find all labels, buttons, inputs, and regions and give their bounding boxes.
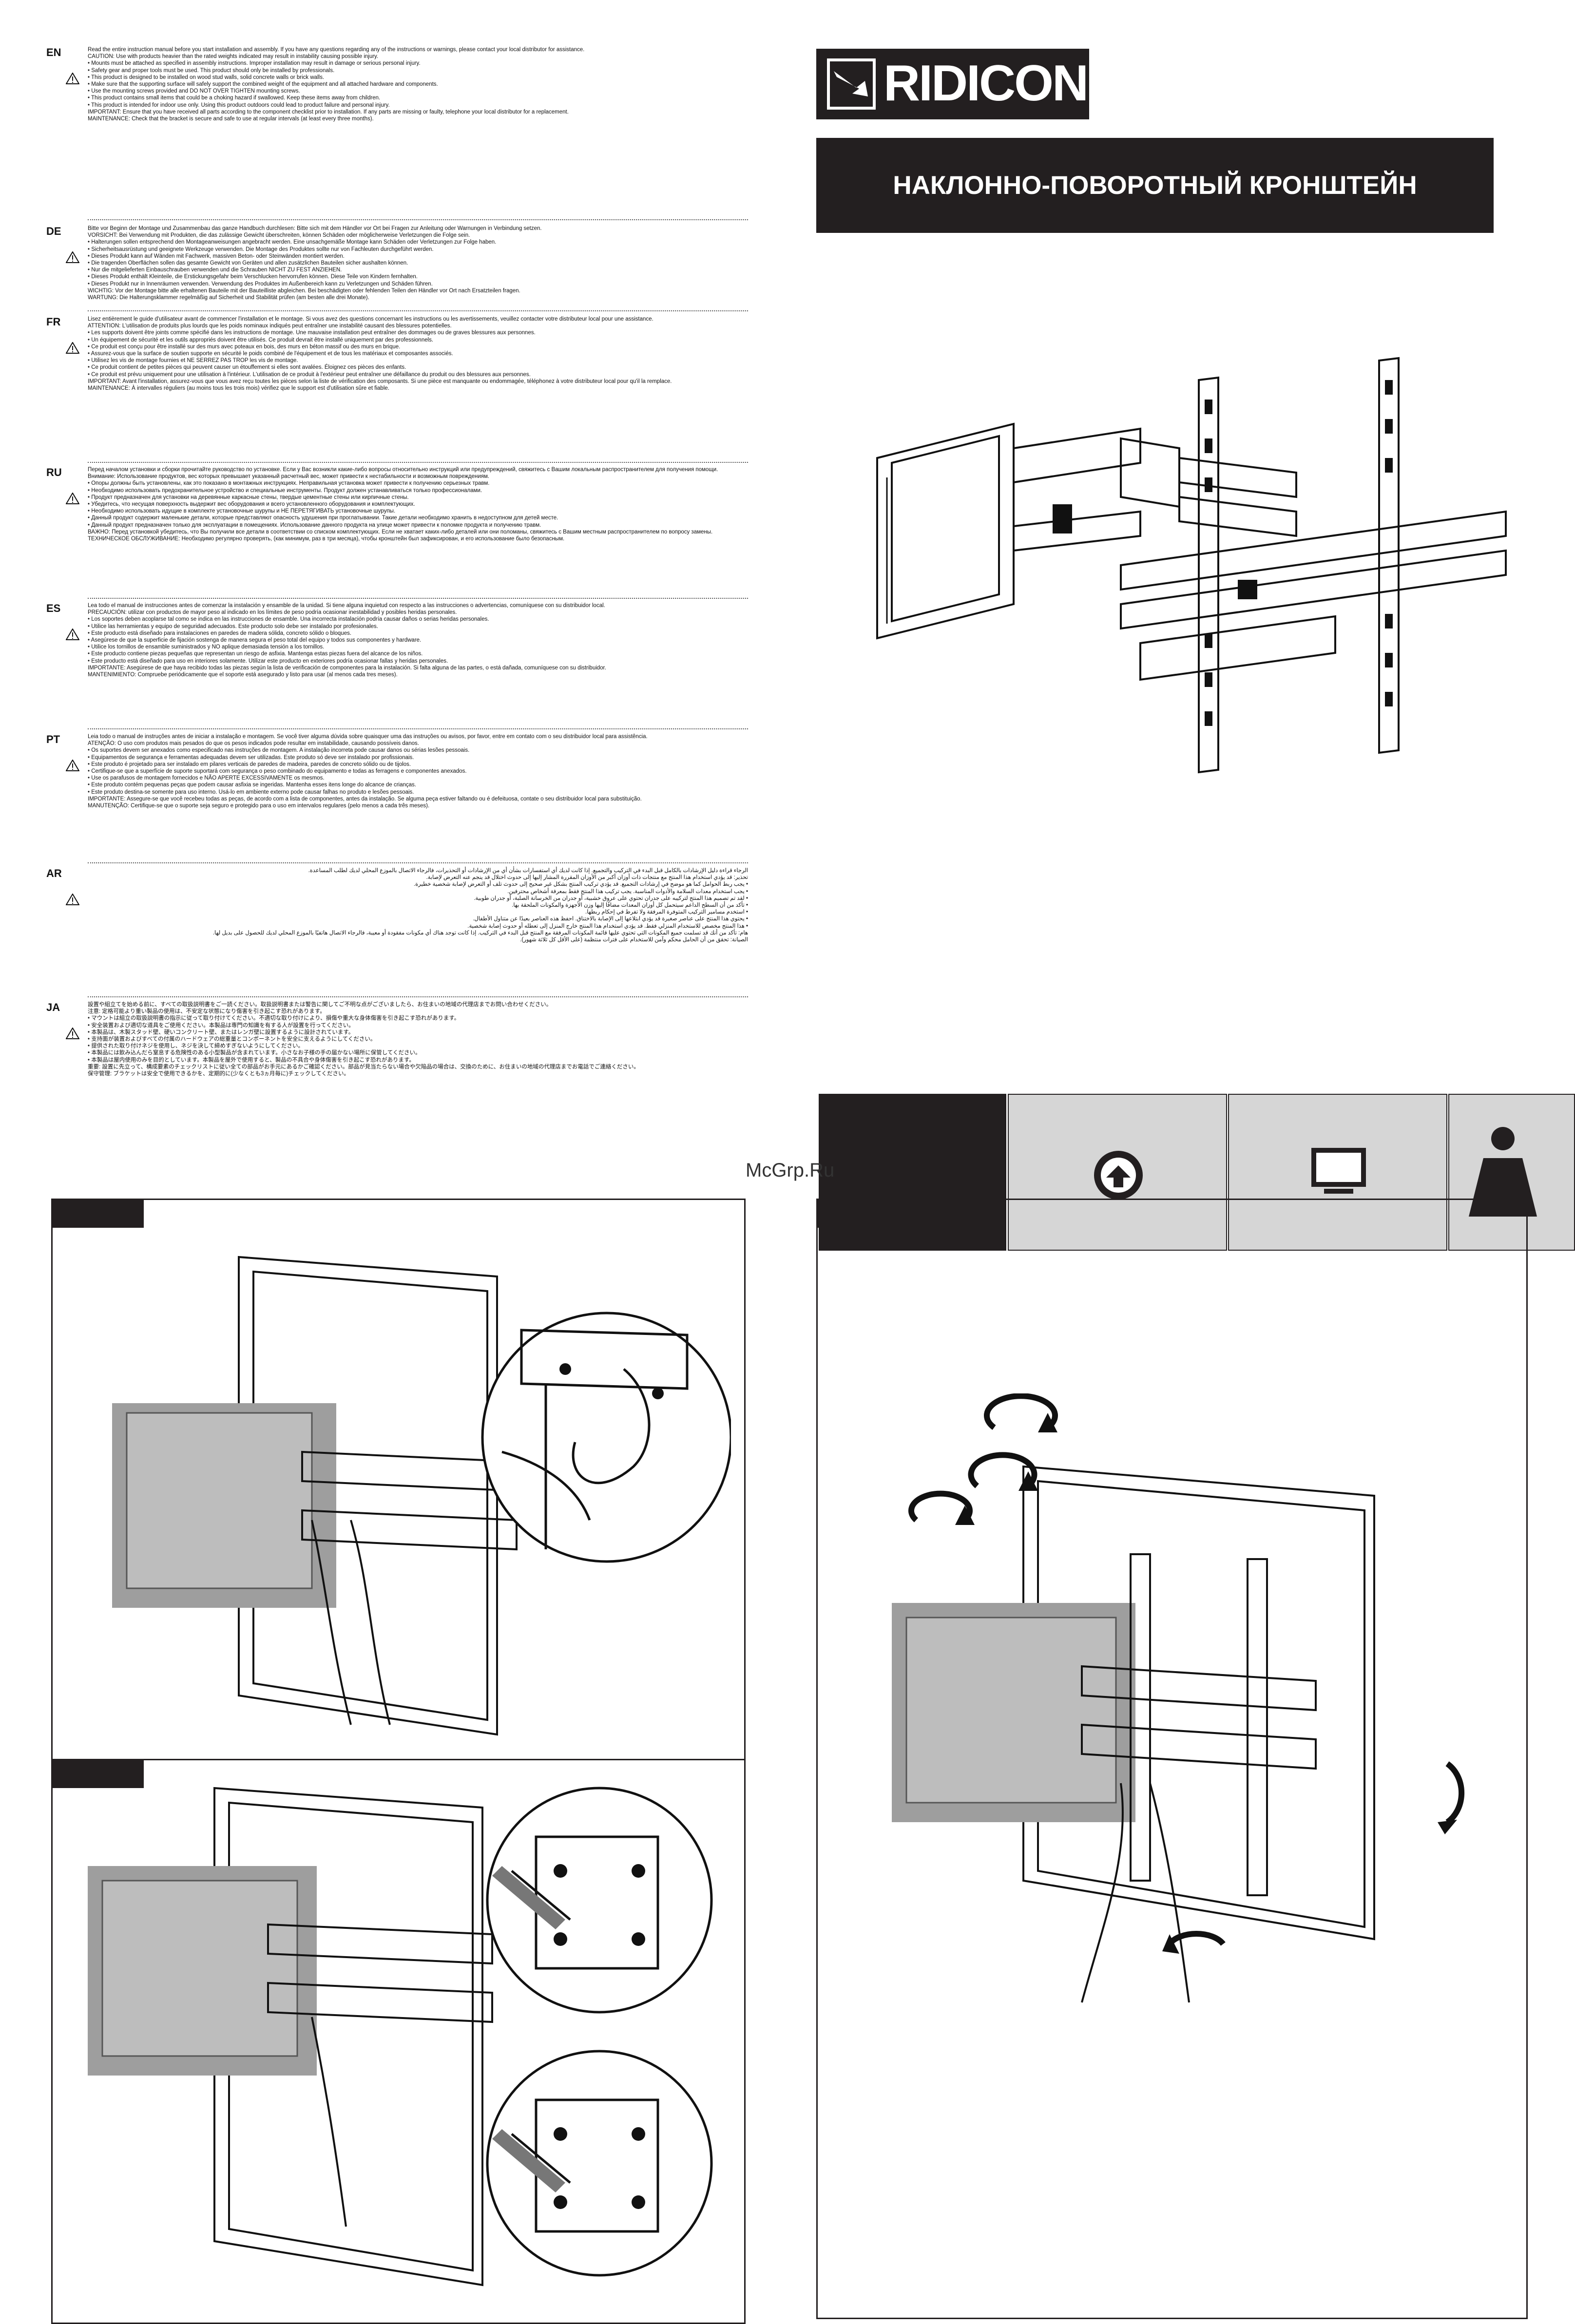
divider — [88, 462, 748, 463]
brand-logo: RIDICON — [816, 49, 1089, 119]
warning-icon — [66, 342, 79, 354]
instruction-block-ru: RU Перед началом установки и сборки проч… — [46, 466, 748, 595]
lang-code: FR — [46, 316, 61, 328]
lang-code: JA — [46, 1001, 60, 1013]
divider — [88, 598, 748, 599]
divider — [88, 219, 748, 220]
lang-code: EN — [46, 46, 61, 58]
warning-icon — [66, 1028, 79, 1039]
instruction-block-ar: AR الرجاء قراءة دليل الإرشادات بالكامل ق… — [46, 867, 748, 994]
lang-code: PT — [46, 733, 60, 745]
instruction-text: Bitte vor Beginn der Montage und Zusamme… — [88, 226, 542, 301]
spec-vesa-box — [1008, 1094, 1227, 1251]
tv-mount-illustration — [876, 357, 1507, 774]
divider — [88, 996, 748, 997]
instruction-block-fr: FR Lisez entièrement le guide d'utilisat… — [46, 316, 748, 459]
weight-icon — [1469, 1127, 1537, 1217]
divider — [88, 310, 748, 311]
divider — [51, 1759, 746, 1760]
warning-icon — [66, 251, 79, 263]
instruction-block-de: DE Bitte vor Beginn der Montage und Zusa… — [46, 225, 748, 305]
vesa-badge-icon — [1094, 1151, 1143, 1200]
instruction-text: Lea todo el manual de instrucciones ante… — [88, 603, 606, 678]
divider — [88, 862, 748, 863]
instruction-text: Lisez entièrement le guide d'utilisateur… — [88, 316, 672, 392]
instruction-block-es: ES Lea todo el manual de instrucciones a… — [46, 602, 748, 726]
tv-screen-icon — [1311, 1148, 1366, 1194]
step-badge — [51, 1759, 144, 1788]
step-badge — [816, 1199, 909, 1228]
instruction-block-pt: PT Leia todo o manual de instruções ante… — [46, 733, 748, 860]
step1-adjust-illustration — [88, 1787, 713, 2286]
warning-icon — [66, 760, 79, 771]
warning-icon — [66, 894, 79, 905]
warning-icon — [66, 493, 79, 504]
warning-icon — [66, 629, 79, 640]
instruction-text: Read the entire instruction manual befor… — [88, 47, 585, 122]
spec-tv-box — [1228, 1094, 1447, 1251]
lang-code: AR — [46, 867, 62, 879]
divider — [88, 728, 748, 729]
instruction-text: الرجاء قراءة دليل الإرشادات بالكامل قبل … — [212, 868, 748, 943]
product-title-bar: НАКЛОННО-ПОВОРОТНЫЙ КРОНШТЕЙН — [816, 138, 1494, 233]
instruction-text: 設置や組立てを始める前に、すべての取扱説明書をご一読ください。取扱説明書または警… — [88, 1002, 639, 1077]
instruction-text: Перед началом установки и сборки прочита… — [88, 467, 718, 542]
lang-code: DE — [46, 225, 61, 237]
instruction-block-en: EN Read the entire instruction manual be… — [46, 46, 748, 214]
lang-code: ES — [46, 602, 61, 614]
step-frame-2 — [816, 1199, 1528, 2319]
instruction-block-ja: JA 設置や組立てを始める前に、すべての取扱説明書をご一読ください。取扱説明書ま… — [46, 1001, 748, 1118]
warning-icon — [66, 73, 79, 84]
ridicon-mark-icon — [827, 58, 876, 110]
spec-strip-dark — [819, 1094, 1006, 1251]
watermark: McGrp.Ru — [746, 1160, 835, 1181]
lang-code: RU — [46, 466, 62, 478]
brand-name: RIDICON — [884, 55, 1089, 112]
step-badge — [51, 1199, 144, 1228]
instruction-text: Leia todo o manual de instruções antes d… — [88, 734, 648, 809]
step1-cable-illustration — [112, 1256, 731, 1736]
product-title: НАКЛОННО-ПОВОРОТНЫЙ КРОНШТЕЙН — [893, 171, 1417, 200]
spec-weight-box — [1448, 1094, 1575, 1251]
step2-rotation-illustration — [892, 1393, 1465, 2003]
